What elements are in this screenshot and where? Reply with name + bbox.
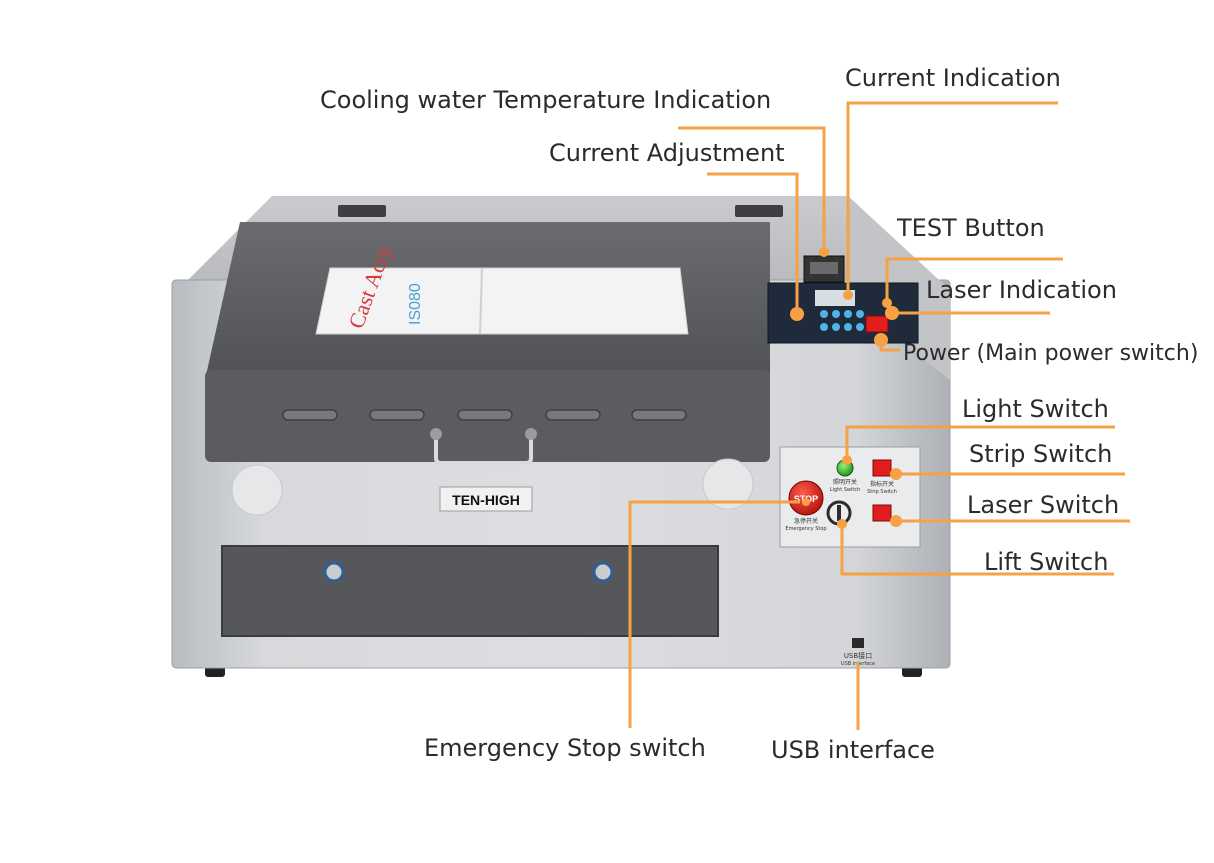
power-switch[interactable] [865, 315, 889, 333]
leader-light-switch [845, 425, 1115, 457]
label-light-switch: Light Switch [962, 395, 1109, 423]
estop-label-cn: 急停开关 [794, 517, 818, 525]
strip-switch-rocker[interactable] [872, 459, 892, 477]
leader-test-button [885, 257, 1063, 300]
leader-emergency-stop [628, 500, 800, 728]
estop-label-en: Emergency Stop [785, 526, 826, 532]
control-keypad [820, 310, 864, 331]
brand-plate [439, 486, 533, 512]
leader-cooling-water [678, 126, 826, 256]
label-laser-indication: Laser Indication [926, 276, 1117, 304]
label-strip-switch: Strip Switch [969, 440, 1113, 468]
laser-switch-rocker[interactable] [872, 504, 892, 522]
side-cap-right [702, 458, 754, 510]
lid-handle [434, 433, 533, 465]
label-test-button: TEST Button [897, 214, 1045, 242]
lid-vents [282, 409, 687, 421]
side-cap-left [231, 464, 283, 516]
label-lift-switch: Lift Switch [984, 548, 1109, 576]
strip-label-cn: 指标开关 [870, 480, 894, 488]
light-label-en: Light Switch [830, 487, 861, 493]
drawer-lock-left [323, 561, 345, 583]
leader-current-indication [846, 101, 1058, 290]
drawer-lock-right [592, 561, 614, 583]
light-label-cn: 照明开关 [833, 478, 857, 486]
lid-sign-text2: IS080 [407, 283, 424, 325]
lid-window [315, 267, 689, 335]
label-cooling-water: Cooling water Temperature Indication [320, 86, 772, 114]
label-laser-switch: Laser Switch [967, 491, 1120, 519]
strip-label-en: Strip Switch [867, 489, 897, 495]
brand-plate-text: TEN-HIGH [452, 492, 520, 508]
label-current-indication: Current Indication [845, 64, 1061, 92]
callout-dots [790, 247, 902, 529]
label-power: Power (Main power switch) [903, 341, 1199, 366]
drawer [221, 545, 719, 637]
machine-body: Cast Acry IS080 TEN-HIGH [171, 196, 951, 677]
usb-port[interactable] [852, 638, 864, 648]
hinge-left [338, 205, 386, 217]
leader-lift-switch [840, 525, 1114, 576]
label-emergency-stop: Emergency Stop switch [424, 734, 706, 762]
leader-current-adjustment [707, 172, 799, 309]
label-current-adjustment: Current Adjustment [549, 139, 785, 167]
lid-window-divider [479, 267, 483, 335]
hinge-right [735, 205, 783, 217]
callout-lines [628, 101, 1130, 730]
usb-label-cn: USB接口 [844, 651, 872, 660]
label-usb-interface: USB interface [771, 736, 935, 764]
